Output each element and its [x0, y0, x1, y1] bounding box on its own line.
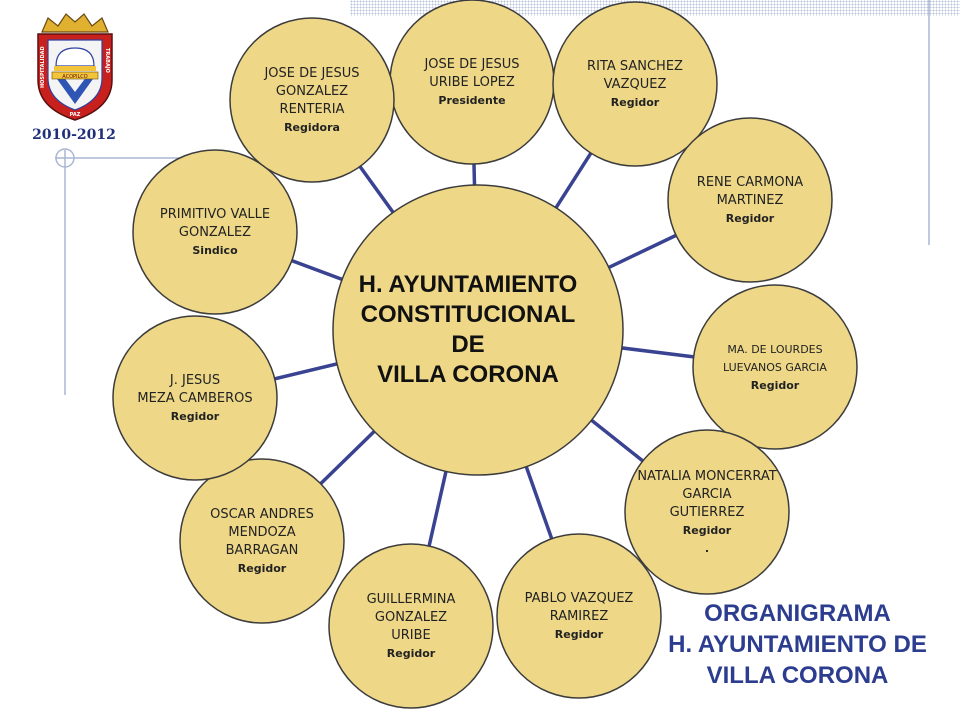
emblem-motto-right: TRABAJO — [104, 48, 110, 73]
member-node-gonzalez-renteria: JOSE DE JESUS GONZALEZ RENTERIA Regidora — [229, 17, 395, 183]
member-node-lourdes: MA. DE LOURDES LUEVANOS GARCIA Regidor — [692, 284, 858, 450]
member-circle-lourdes — [692, 284, 858, 450]
member-name-line: MEZA CAMBEROS — [137, 391, 252, 406]
member-circle-primitivo — [132, 149, 298, 315]
organigram-caption: ORGANIGRAMA H. AYUNTAMIENTO DE VILLA COR… — [640, 598, 955, 691]
member-role: Sindico — [192, 244, 238, 257]
member-name-line: MARTINEZ — [717, 193, 784, 208]
member-circle-rita — [552, 1, 718, 167]
arch-base — [54, 66, 96, 71]
member-node-pablo: PABLO VAZQUEZ RAMIREZ Regidor — [496, 533, 662, 699]
member-name-line: MENDOZA — [228, 525, 295, 540]
member-circle-rene — [667, 117, 833, 283]
member-role: Regidor — [751, 379, 800, 392]
member-name-line: OSCAR ANDRES — [210, 507, 314, 522]
member-node-presidente: JOSE DE JESUS URIBE LOPEZ Presidente — [389, 0, 555, 165]
member-name-line: RENTERIA — [280, 102, 345, 117]
frame-ring — [55, 148, 75, 168]
member-node-oscar: OSCAR ANDRES MENDOZA BARRAGAN Regidor — [179, 458, 345, 624]
member-name-line: URIBE LOPEZ — [429, 75, 515, 90]
member-node-rita: RITA SANCHEZ VAZQUEZ Regidor — [552, 1, 718, 167]
member-circle-natalia — [624, 429, 790, 595]
member-name-line: J. JESUS — [169, 373, 220, 388]
member-name-line: BARRAGAN — [226, 543, 299, 558]
member-name-line: MA. DE LOURDES — [727, 343, 822, 356]
member-circle-gonzalez-renteria — [229, 17, 395, 183]
member-node-rene: RENE CARMONA MARTINEZ Regidor — [667, 117, 833, 283]
member-role: Regidor — [726, 212, 775, 225]
center-title-line: DE — [451, 331, 484, 358]
member-name-line: GUTIERREZ — [670, 505, 745, 520]
municipal-coat-of-arms: ACOPILCO HOSPITALIDAD TRABAJO PAZ — [37, 13, 113, 121]
member-role: Regidor — [387, 647, 436, 660]
member-name-line: PABLO VAZQUEZ — [525, 591, 634, 606]
member-name-line: NATALIA MONCERRAT — [637, 469, 776, 484]
member-name-line: GARCIA — [682, 487, 731, 502]
caption-line-3: VILLA CORONA — [706, 662, 889, 689]
member-name-line: PRIMITIVO VALLE — [160, 207, 270, 222]
member-node-primitivo: PRIMITIVO VALLE GONZALEZ Sindico — [132, 149, 298, 315]
member-role: Presidente — [438, 94, 505, 107]
member-name-line: GONZALEZ — [375, 610, 447, 625]
member-nodes: JOSE DE JESUS URIBE LOPEZ Presidente RITA S… — [112, 0, 858, 709]
emblem-motto-left: HOSPITALIDAD — [40, 46, 46, 88]
member-name-line: GONZALEZ — [179, 225, 251, 240]
member-circle-oscar — [179, 458, 345, 624]
member-role: Regidora — [284, 121, 340, 134]
center-node: H. AYUNTAMIENTO CONSTITUCIONAL DE VILLA COR… — [332, 184, 624, 476]
period-years: 2010-2012 — [32, 127, 116, 143]
member-node-natalia: NATALIA MONCERRAT GARCIA GUTIERREZ Regidor. — [624, 429, 790, 595]
member-role: Regidor — [555, 628, 604, 641]
center-title-line: H. AYUNTAMIENTO — [359, 271, 578, 298]
member-name-line: LUEVANOS GARCIA — [723, 361, 827, 374]
member-name-line: JOSE DE JESUS — [263, 66, 359, 81]
member-name-line: RAMIREZ — [550, 609, 609, 624]
arch-shape — [55, 47, 95, 67]
wings-shape — [52, 72, 98, 104]
member-name-line: RENE CARMONA — [697, 175, 803, 190]
member-name-line: URIBE — [391, 628, 431, 643]
member-circle-guillermina — [328, 543, 494, 709]
member-role: Regidor — [683, 524, 732, 537]
emblem-motto-bottom: PAZ — [70, 112, 81, 118]
member-node-jesus-meza: J. JESUS MEZA CAMBEROS Regidor — [112, 315, 278, 481]
caption-line-2: H. AYUNTAMIENTO DE — [668, 631, 927, 658]
member-role: Regidor — [171, 410, 220, 423]
member-role: Regidor — [611, 96, 660, 109]
member-name-line: VAZQUEZ — [604, 77, 667, 92]
member-node-guillermina: GUILLERMINA GONZALEZ URIBE Regidor — [328, 543, 494, 709]
emblem-banner-text: ACOPILCO — [62, 74, 88, 80]
crown-shape — [41, 13, 109, 33]
member-role: . — [705, 542, 709, 555]
member-name-line: GUILLERMINA — [367, 592, 456, 607]
center-title-line: CONSTITUCIONAL — [361, 301, 576, 328]
member-name-line: JOSE DE JESUS — [423, 57, 519, 72]
center-circle — [332, 184, 624, 476]
member-circle-pablo — [496, 533, 662, 699]
emblem-banner — [51, 71, 99, 80]
member-name-line: GONZALEZ — [276, 84, 348, 99]
center-title-line: VILLA CORONA — [377, 361, 559, 388]
member-circle-jesus-meza — [112, 315, 278, 481]
caption-line-1: ORGANIGRAMA — [704, 600, 891, 627]
member-role: Regidor — [238, 562, 287, 575]
member-name-line: RITA SANCHEZ — [587, 59, 683, 74]
